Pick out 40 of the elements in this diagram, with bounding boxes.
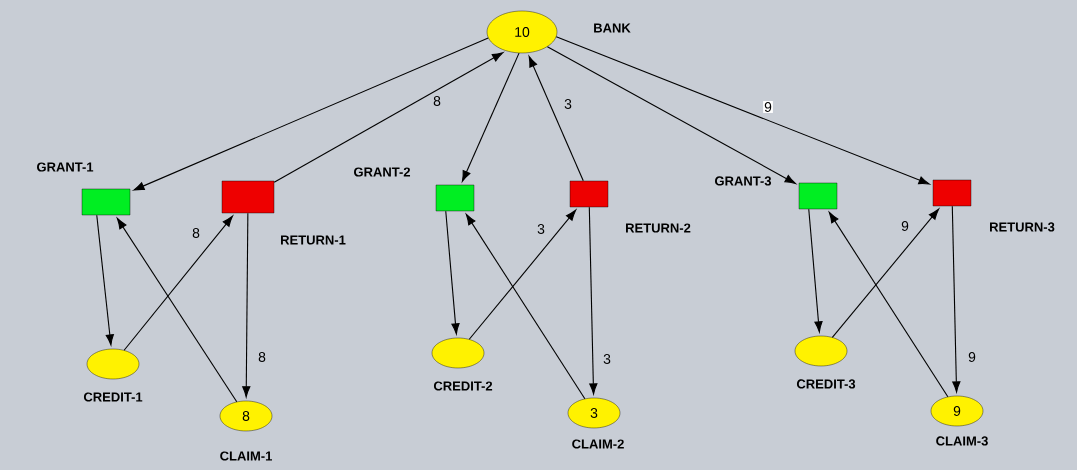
arrow	[445, 210, 460, 335]
arrow	[528, 56, 584, 182]
arrow	[242, 212, 251, 398]
arrow	[133, 37, 489, 191]
edge-label: 8	[432, 95, 442, 107]
arrow	[123, 215, 233, 351]
node-label: CLAIM-2	[572, 439, 624, 449]
arrow	[468, 209, 577, 340]
arrow	[461, 52, 520, 182]
node-label: CREDIT-3	[796, 379, 856, 389]
edge-label: 8	[257, 351, 267, 363]
edge-label: 9	[900, 220, 910, 232]
arrow	[831, 208, 940, 338]
node-label: BANK	[594, 23, 631, 33]
node-label: RETURN-1	[281, 235, 346, 245]
edge-label: 8	[191, 227, 201, 239]
node-label: GRANT-1	[37, 162, 94, 172]
arrow	[273, 52, 504, 183]
edge-label: 3	[563, 98, 573, 110]
node-label: GRANT-2	[354, 167, 410, 177]
edge-label: 3	[602, 353, 612, 365]
edge-label: 3	[536, 223, 546, 235]
arrow	[808, 208, 823, 333]
node-label: RETURN-3	[990, 222, 1055, 232]
node-label: CLAIM-3	[936, 436, 988, 446]
arrow	[555, 36, 930, 185]
node-label: CLAIM-1	[220, 451, 272, 461]
arrow	[951, 205, 961, 393]
arrow	[588, 206, 598, 395]
node-label: RETURN-2	[626, 223, 691, 233]
node-label: CREDIT-2	[433, 381, 493, 391]
edge-label: 9	[967, 351, 977, 363]
arrow	[465, 213, 586, 400]
arrow	[546, 46, 796, 185]
arrow	[828, 211, 949, 398]
arrow	[116, 217, 238, 403]
arrow	[96, 214, 114, 346]
node-label: GRANT-3	[715, 176, 772, 186]
edge-label: 9	[763, 101, 773, 113]
node-label: CREDIT-1	[83, 392, 143, 402]
